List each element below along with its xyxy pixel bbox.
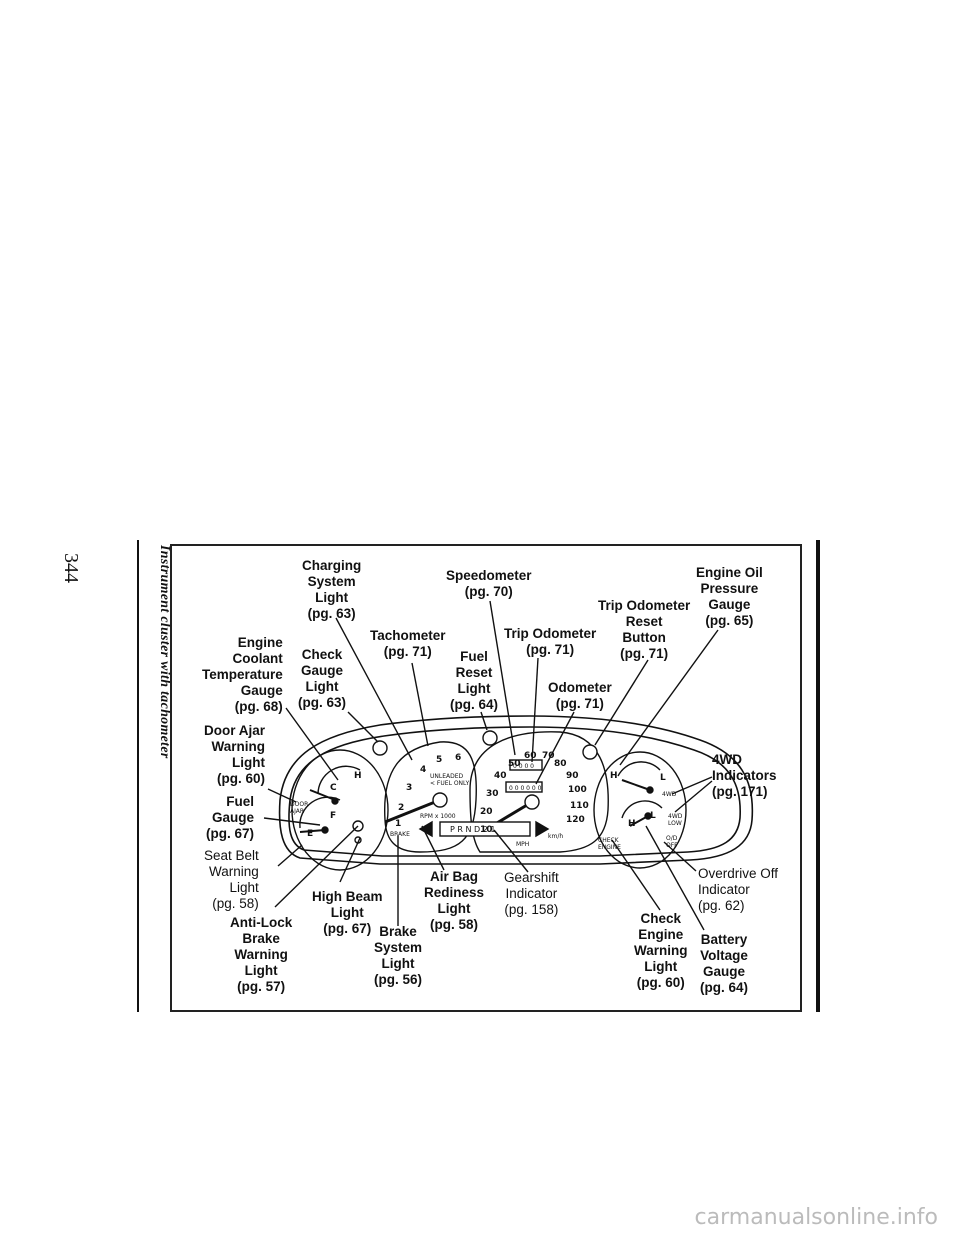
speedo-110: 110 xyxy=(570,801,589,811)
volt-h: H xyxy=(628,819,636,829)
label-trip-odometer: Trip Odometer (pg. 71) xyxy=(504,626,597,657)
unleaded-text: UNLEADED< FUEL ONLY xyxy=(430,773,470,787)
tach-num-2: 2 xyxy=(398,803,404,813)
tach-num-3: 3 xyxy=(406,783,412,793)
label-battery-voltage: Battery Voltage Gauge (pg. 64) xyxy=(700,932,749,995)
mph-text: MPH xyxy=(516,841,529,848)
label-odometer: Odometer (pg. 71) xyxy=(548,680,612,711)
speedo-70: 70 xyxy=(542,751,555,761)
label-check-gauge: Check Gauge Light (pg. 63) xyxy=(298,647,347,710)
speedo-60: 60 xyxy=(524,751,537,761)
speedo-40: 40 xyxy=(494,771,507,781)
speedo-120: 120 xyxy=(566,815,585,825)
label-speedometer: Speedometer (pg. 70) xyxy=(446,568,532,599)
temp-c: C xyxy=(330,783,337,793)
label-tachometer: Tachometer (pg. 71) xyxy=(370,628,446,659)
cluster-texts: 1 2 3 4 5 6 UNLEADED< FUEL ONLY RPM x 10… xyxy=(290,751,683,851)
left-rule xyxy=(137,540,139,1012)
watermark: carmanualsonline.info xyxy=(694,1205,938,1230)
speedo-90: 90 xyxy=(566,771,579,781)
right-gauge-pod xyxy=(593,751,687,869)
label-check-engine: Check Engine Warning Light (pg. 60) xyxy=(634,911,688,990)
speedo-20: 20 xyxy=(480,807,493,817)
label-fuel-reset: Fuel Reset Light (pg. 64) xyxy=(450,649,499,712)
oil-h: H xyxy=(610,771,618,781)
leader-lines xyxy=(263,600,719,931)
label-4wd-indicators: 4WD Indicators (pg. 171) xyxy=(712,752,777,799)
speedo-80: 80 xyxy=(554,759,567,769)
gear-selector-text: P R N D 2 1 xyxy=(450,825,495,834)
tach-num-5: 5 xyxy=(436,755,442,765)
odo-display: 0 0 0 0 0 0 xyxy=(509,785,542,792)
speedo-100: 100 xyxy=(568,785,587,795)
kmh-text: km/h xyxy=(548,833,563,840)
label-engine-coolant: Engine Coolant Temperature Gauge (pg. 68… xyxy=(202,635,283,714)
fuel-f: F xyxy=(330,811,336,821)
fuel-e: E xyxy=(307,829,313,839)
rpm-text: RPM x 1000 xyxy=(420,813,456,820)
tach-num-6: 6 xyxy=(455,753,461,763)
tach-num-1: 1 xyxy=(395,819,401,829)
label-seat-belt: Seat Belt Warning Light (pg. 58) xyxy=(204,848,259,911)
label-air-bag: Air Bag Rediness Light (pg. 58) xyxy=(424,869,485,932)
tach-num-4: 4 xyxy=(420,765,426,775)
indicator-lights xyxy=(372,730,598,760)
label-charging-system: Charging System Light (pg. 63) xyxy=(302,558,362,621)
label-overdrive-off: Overdrive Off Indicator (pg. 62) xyxy=(698,866,779,913)
label-fuel-gauge: Fuel Gauge (pg. 67) xyxy=(206,794,255,841)
volt-l: L xyxy=(650,811,656,821)
speedo-10: 10 xyxy=(480,825,493,835)
label-trip-odometer-reset: Trip Odometer Reset Button (pg. 71) xyxy=(598,598,691,661)
left-gauge-pod xyxy=(291,749,389,871)
speedo-30: 30 xyxy=(486,789,499,799)
label-gearshift: Gearshift Indicator (pg. 158) xyxy=(504,870,559,917)
label-brake-system: Brake System Light (pg. 56) xyxy=(374,924,423,987)
label-anti-lock: Anti-Lock Brake Warning Light (pg. 57) xyxy=(230,915,293,994)
cluster-housing xyxy=(278,715,754,865)
tachometer-dial xyxy=(384,741,477,853)
label-engine-oil-pressure: Engine Oil Pressure Gauge (pg. 65) xyxy=(696,565,763,628)
gear-selector-strip xyxy=(418,820,550,838)
temp-h: H xyxy=(354,771,362,781)
oil-l: L xyxy=(660,773,666,783)
right-rule xyxy=(816,540,820,1012)
four-wd-text: 4WD xyxy=(662,791,677,798)
label-door-ajar: Door Ajar Warning Light (pg. 60) xyxy=(204,723,266,786)
figure-frame xyxy=(170,544,802,1012)
label-high-beam: High Beam Light (pg. 67) xyxy=(312,889,383,936)
speedo-50: 50 xyxy=(508,759,521,769)
trip-display: 0 0 0 0 xyxy=(513,763,534,770)
brake-text: BRAKE xyxy=(390,831,410,838)
